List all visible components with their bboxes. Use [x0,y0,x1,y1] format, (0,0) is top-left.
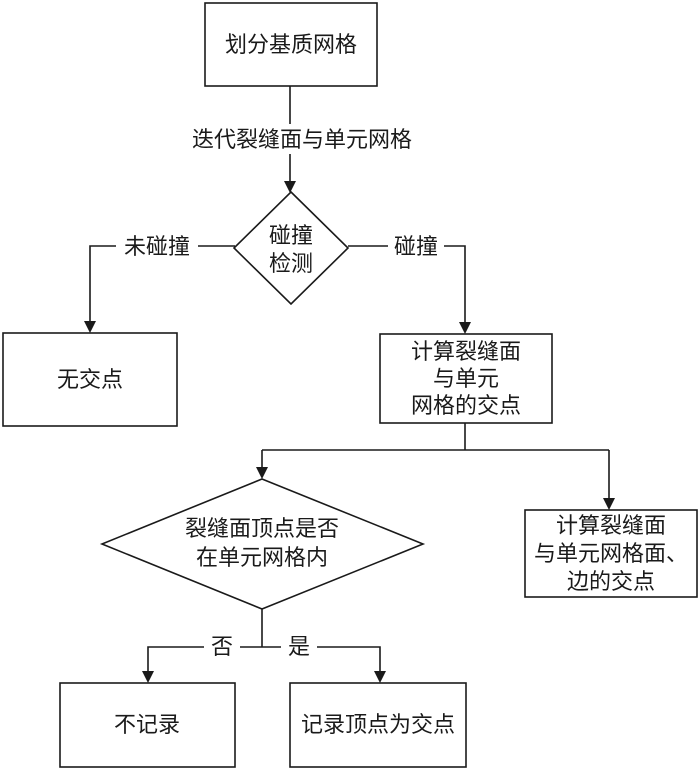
node-compute-intersection-label: 计算裂缝面 [411,340,521,365]
node-divide-mesh [204,2,378,87]
arrowhead-icon [84,321,96,333]
node-collision-check-label: 检测 [269,252,313,277]
edge-label-no: 否 [211,635,233,660]
node-compute-face-edge [524,509,698,598]
node-compute-intersection-label: 网格的交点 [411,394,521,419]
edge-label-bg [388,232,444,260]
edge-label-bg [281,632,317,660]
arrowhead-icon [142,671,154,683]
edge-collision [348,245,466,326]
arrowhead-icon [459,322,471,334]
edge-yes [262,646,381,674]
node-no-intersection-label: 无交点 [57,368,123,393]
arrowhead-icon [374,671,386,683]
edge-label-bg [204,632,240,660]
node-compute-face-edge-label: 计算裂缝面 [556,514,666,539]
node-record-vertex [289,682,467,768]
arrowhead-icon [603,498,615,510]
node-compute-intersection [379,333,553,424]
edge-label-collision: 碰撞 [394,235,438,260]
node-record-vertex-label: 记录顶点为交点 [301,713,455,738]
node-collision-check [232,190,350,306]
node-vertex-check-label: 在单元网格内 [196,546,328,571]
node-vertex-check-label: 裂缝面顶点是否 [185,517,339,542]
node-no-record [59,682,236,768]
edge-label-iterate: 迭代裂缝面与单元网格 [192,128,412,153]
edge-label-no-collision: 未碰撞 [124,235,190,260]
node-collision-check-label: 碰撞 [269,224,313,249]
node-no-record-label: 不记录 [114,713,180,738]
edge-label-bg [176,124,428,154]
node-no-intersection [2,332,178,427]
arrowhead-icon [256,467,268,479]
edge-label-bg [116,232,198,260]
node-compute-face-edge-label: 边的交点 [567,570,655,595]
node-compute-face-edge-label: 与单元网格面、 [534,542,688,567]
arrowhead-icon [284,181,296,193]
node-vertex-check [99,478,426,610]
node-compute-intersection-label: 与单元 [433,367,499,392]
node-divide-mesh-label: 划分基质网格 [225,33,357,58]
edge-label-yes: 是 [288,635,310,660]
